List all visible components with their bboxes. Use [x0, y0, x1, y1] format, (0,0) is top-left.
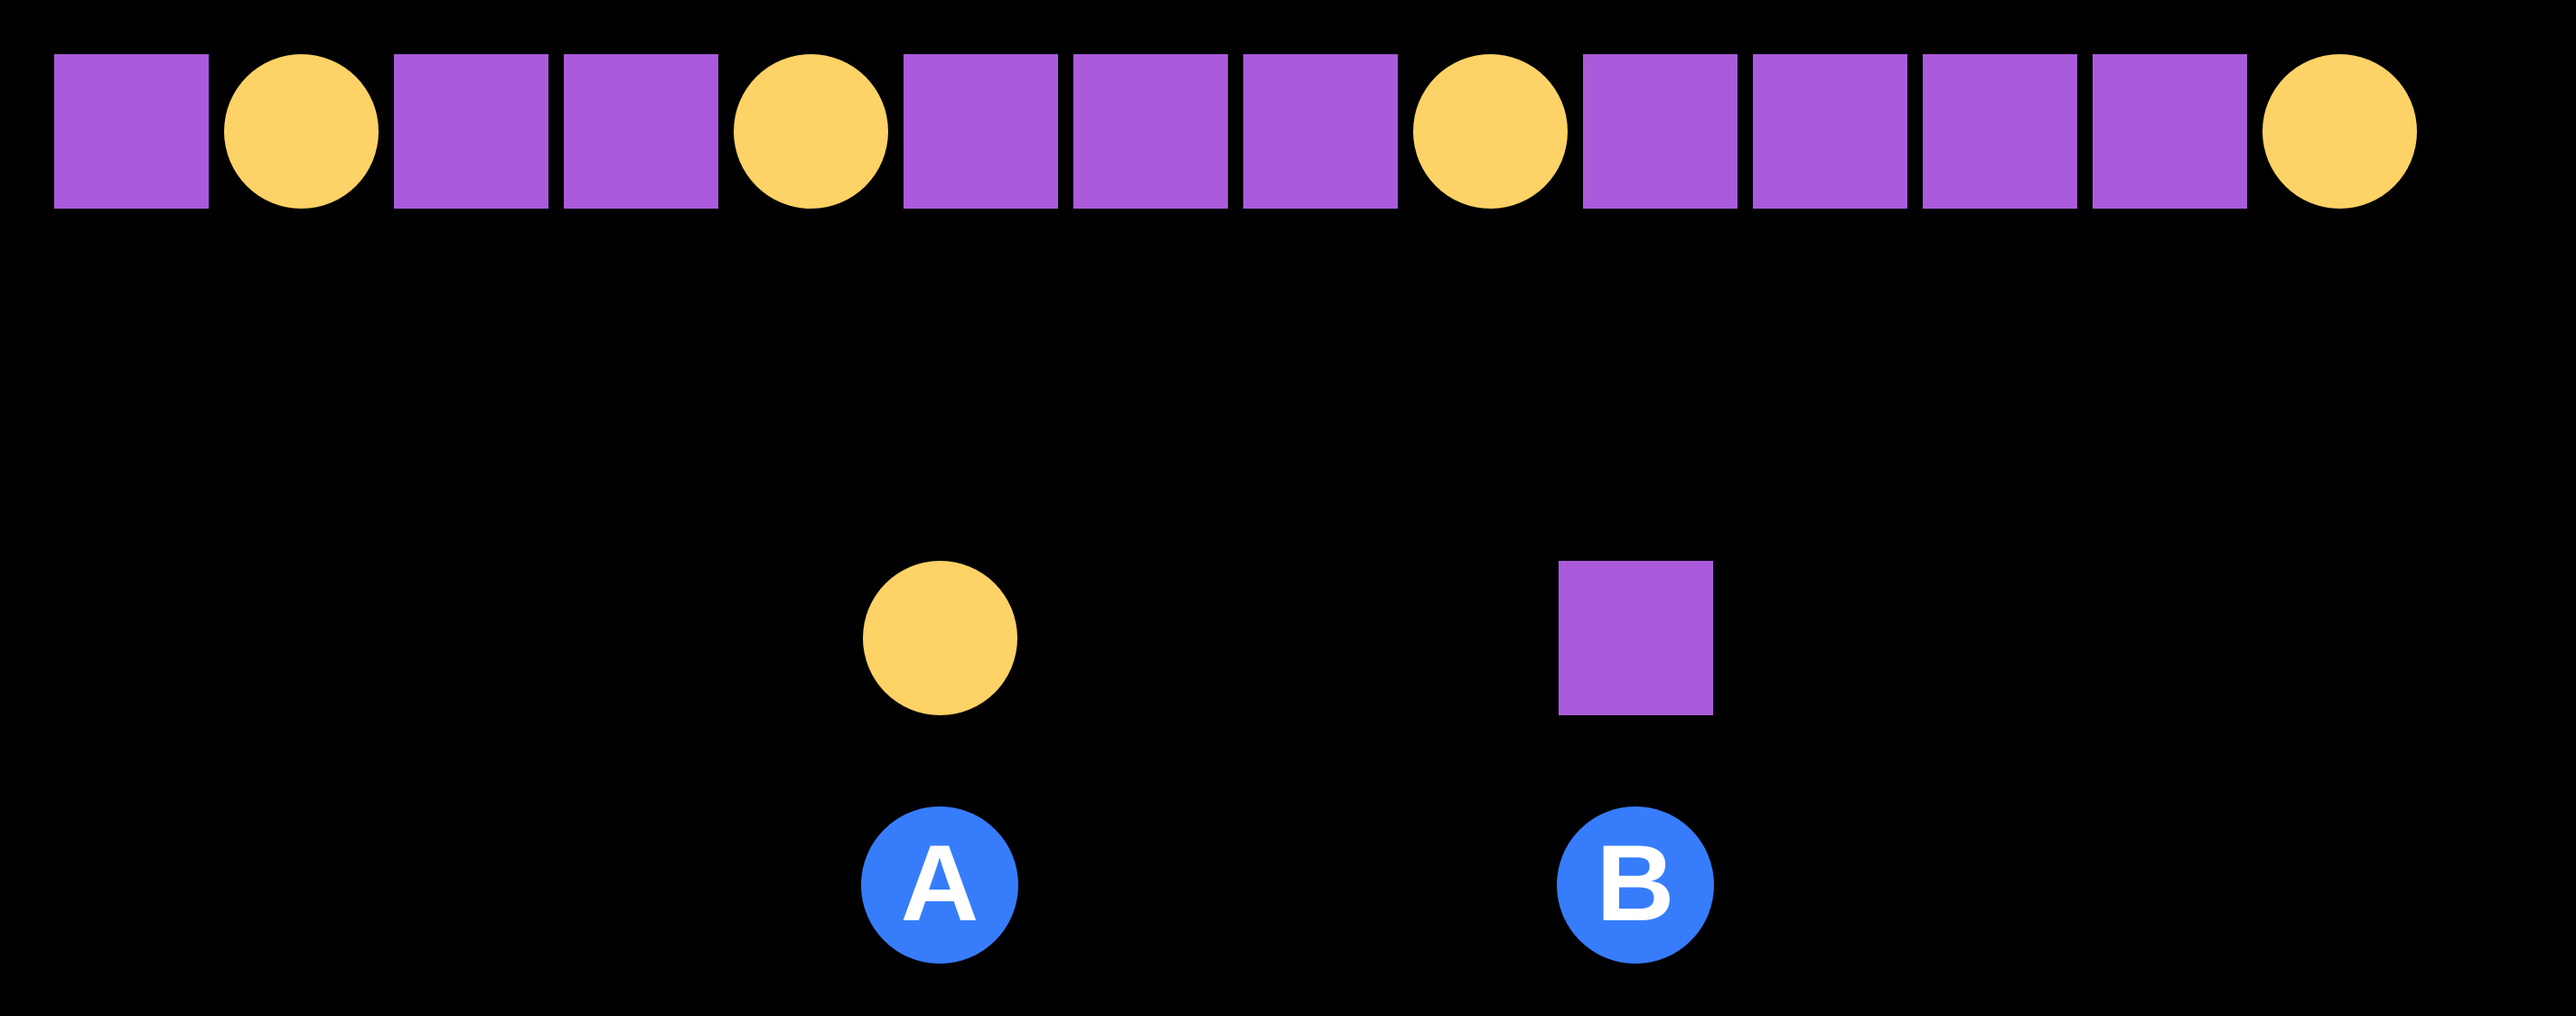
sequence-item-circle-5 [734, 54, 888, 209]
sequence-item-square-12 [1923, 54, 2077, 209]
option-badge-a[interactable]: A [861, 806, 1018, 964]
sequence-item-circle-9 [1413, 54, 1568, 209]
sequence-item-square-1 [54, 54, 209, 209]
sequence-item-square-13 [2093, 54, 2247, 209]
option-badge-b-letter: B [1596, 823, 1675, 944]
option-shape-a[interactable] [863, 561, 1017, 715]
option-label-row: A B [0, 806, 2576, 964]
option-shape-row [0, 561, 2576, 716]
sequence-item-square-3 [394, 54, 548, 209]
sequence-item-circle-14 [2262, 54, 2417, 209]
sequence-item-square-6 [904, 54, 1058, 209]
shape-sequence-row [54, 54, 2417, 210]
sequence-item-circle-2 [224, 54, 379, 209]
option-shape-b[interactable] [1559, 561, 1713, 715]
sequence-item-square-4 [564, 54, 718, 209]
option-badge-a-letter: A [900, 823, 979, 944]
sequence-item-square-7 [1073, 54, 1228, 209]
sequence-item-square-8 [1243, 54, 1398, 209]
sequence-item-square-11 [1753, 54, 1907, 209]
option-badge-b[interactable]: B [1557, 806, 1714, 964]
sequence-item-square-10 [1583, 54, 1738, 209]
